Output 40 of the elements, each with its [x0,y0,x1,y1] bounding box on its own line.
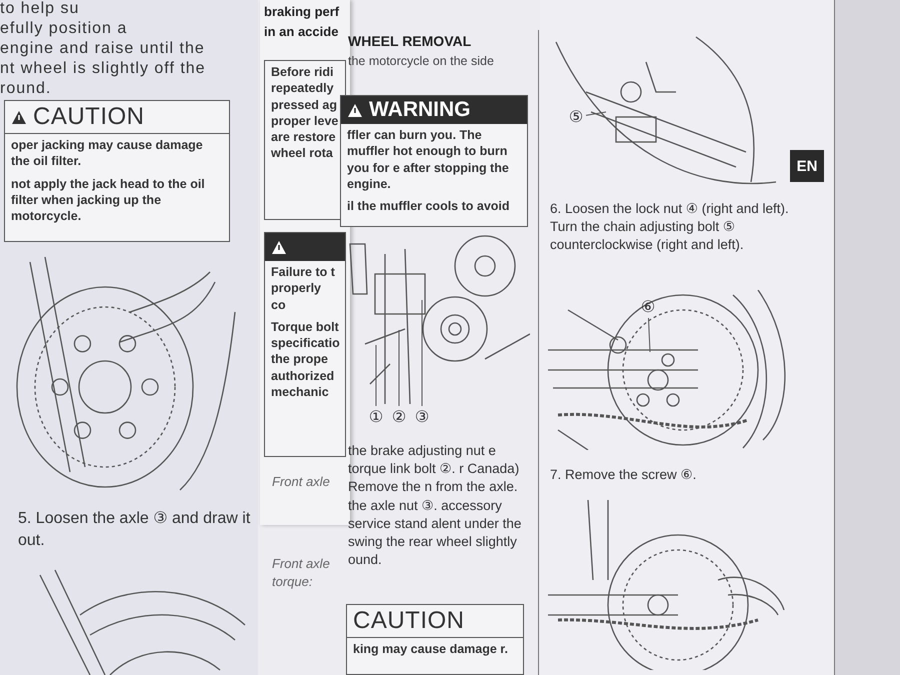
instruction-text: efully position a [0,20,128,38]
warning-text: Failure to t properly co [270,264,336,314]
step-text: 6. Loosen the lock nut ④ (right and left). Turn the chain adjusting bolt ⑤ counterclockwise (right and left). [550,200,790,254]
instruction-text: to help su [0,0,80,18]
torque-note: Front axle [272,474,331,489]
warning-text: braking perf [264,4,340,19]
instruction-text: nt wheel is slightly off the [0,60,207,78]
warning-box [340,95,528,227]
caution-box [4,100,230,242]
language-tab: EN [790,150,824,182]
callout-number: ③ [412,406,432,428]
warning-box [264,232,346,457]
step-text: 5. Loosen the axle ③ and draw it out. [18,509,252,551]
warning-heading: WARNING [369,98,470,122]
warning-box [264,60,346,220]
warning-text: ffler can burn you. The muffler hot enough to burn you for e after stopping the engine. [346,127,510,193]
caution-heading: CAUTION [353,607,464,635]
leader-line [586,112,606,116]
callout-number: ① [366,406,386,428]
instruction-text: the motorcycle on the side [348,54,495,68]
torque-note: Front axle [272,556,331,571]
leader-line [398,330,400,406]
caution-heading: CAUTION [33,103,144,131]
warning-text: il the muffler cools to avoid [346,198,511,215]
warning-text: king may cause damage r. [352,641,509,658]
warning-text: oper jacking may cause damage the oil filter. [10,137,204,170]
instruction-text: engine and raise until the [0,40,206,58]
instruction-text: round. [0,80,52,98]
torque-note: torque: [272,574,314,589]
callout-number: ⑤ [566,106,586,128]
step-text: the brake adjusting nut e torque link bolt ②. r Canada) Remove the n from the axle. the axle nut ③. accessory service stand alent under the swing the rear wheel slightly ound. [348,442,522,570]
warning-text: not apply the jack head to the oil filter when jacking up the motorcycle. [10,176,206,225]
leader-line [648,318,650,352]
step-text: 7. Remove the screw ⑥. [550,466,698,484]
warning-text: Before ridi repeatedly pressed ag proper leve are restore wheel rota [270,64,340,162]
warning-text: in an accide [264,24,340,39]
warning-text: Torque bolt specificatio the prope authorized mechanic [270,318,341,401]
caution-box [346,604,524,675]
section-heading: WHEEL REMOVAL [348,33,472,49]
callout-number: ② [389,406,409,428]
